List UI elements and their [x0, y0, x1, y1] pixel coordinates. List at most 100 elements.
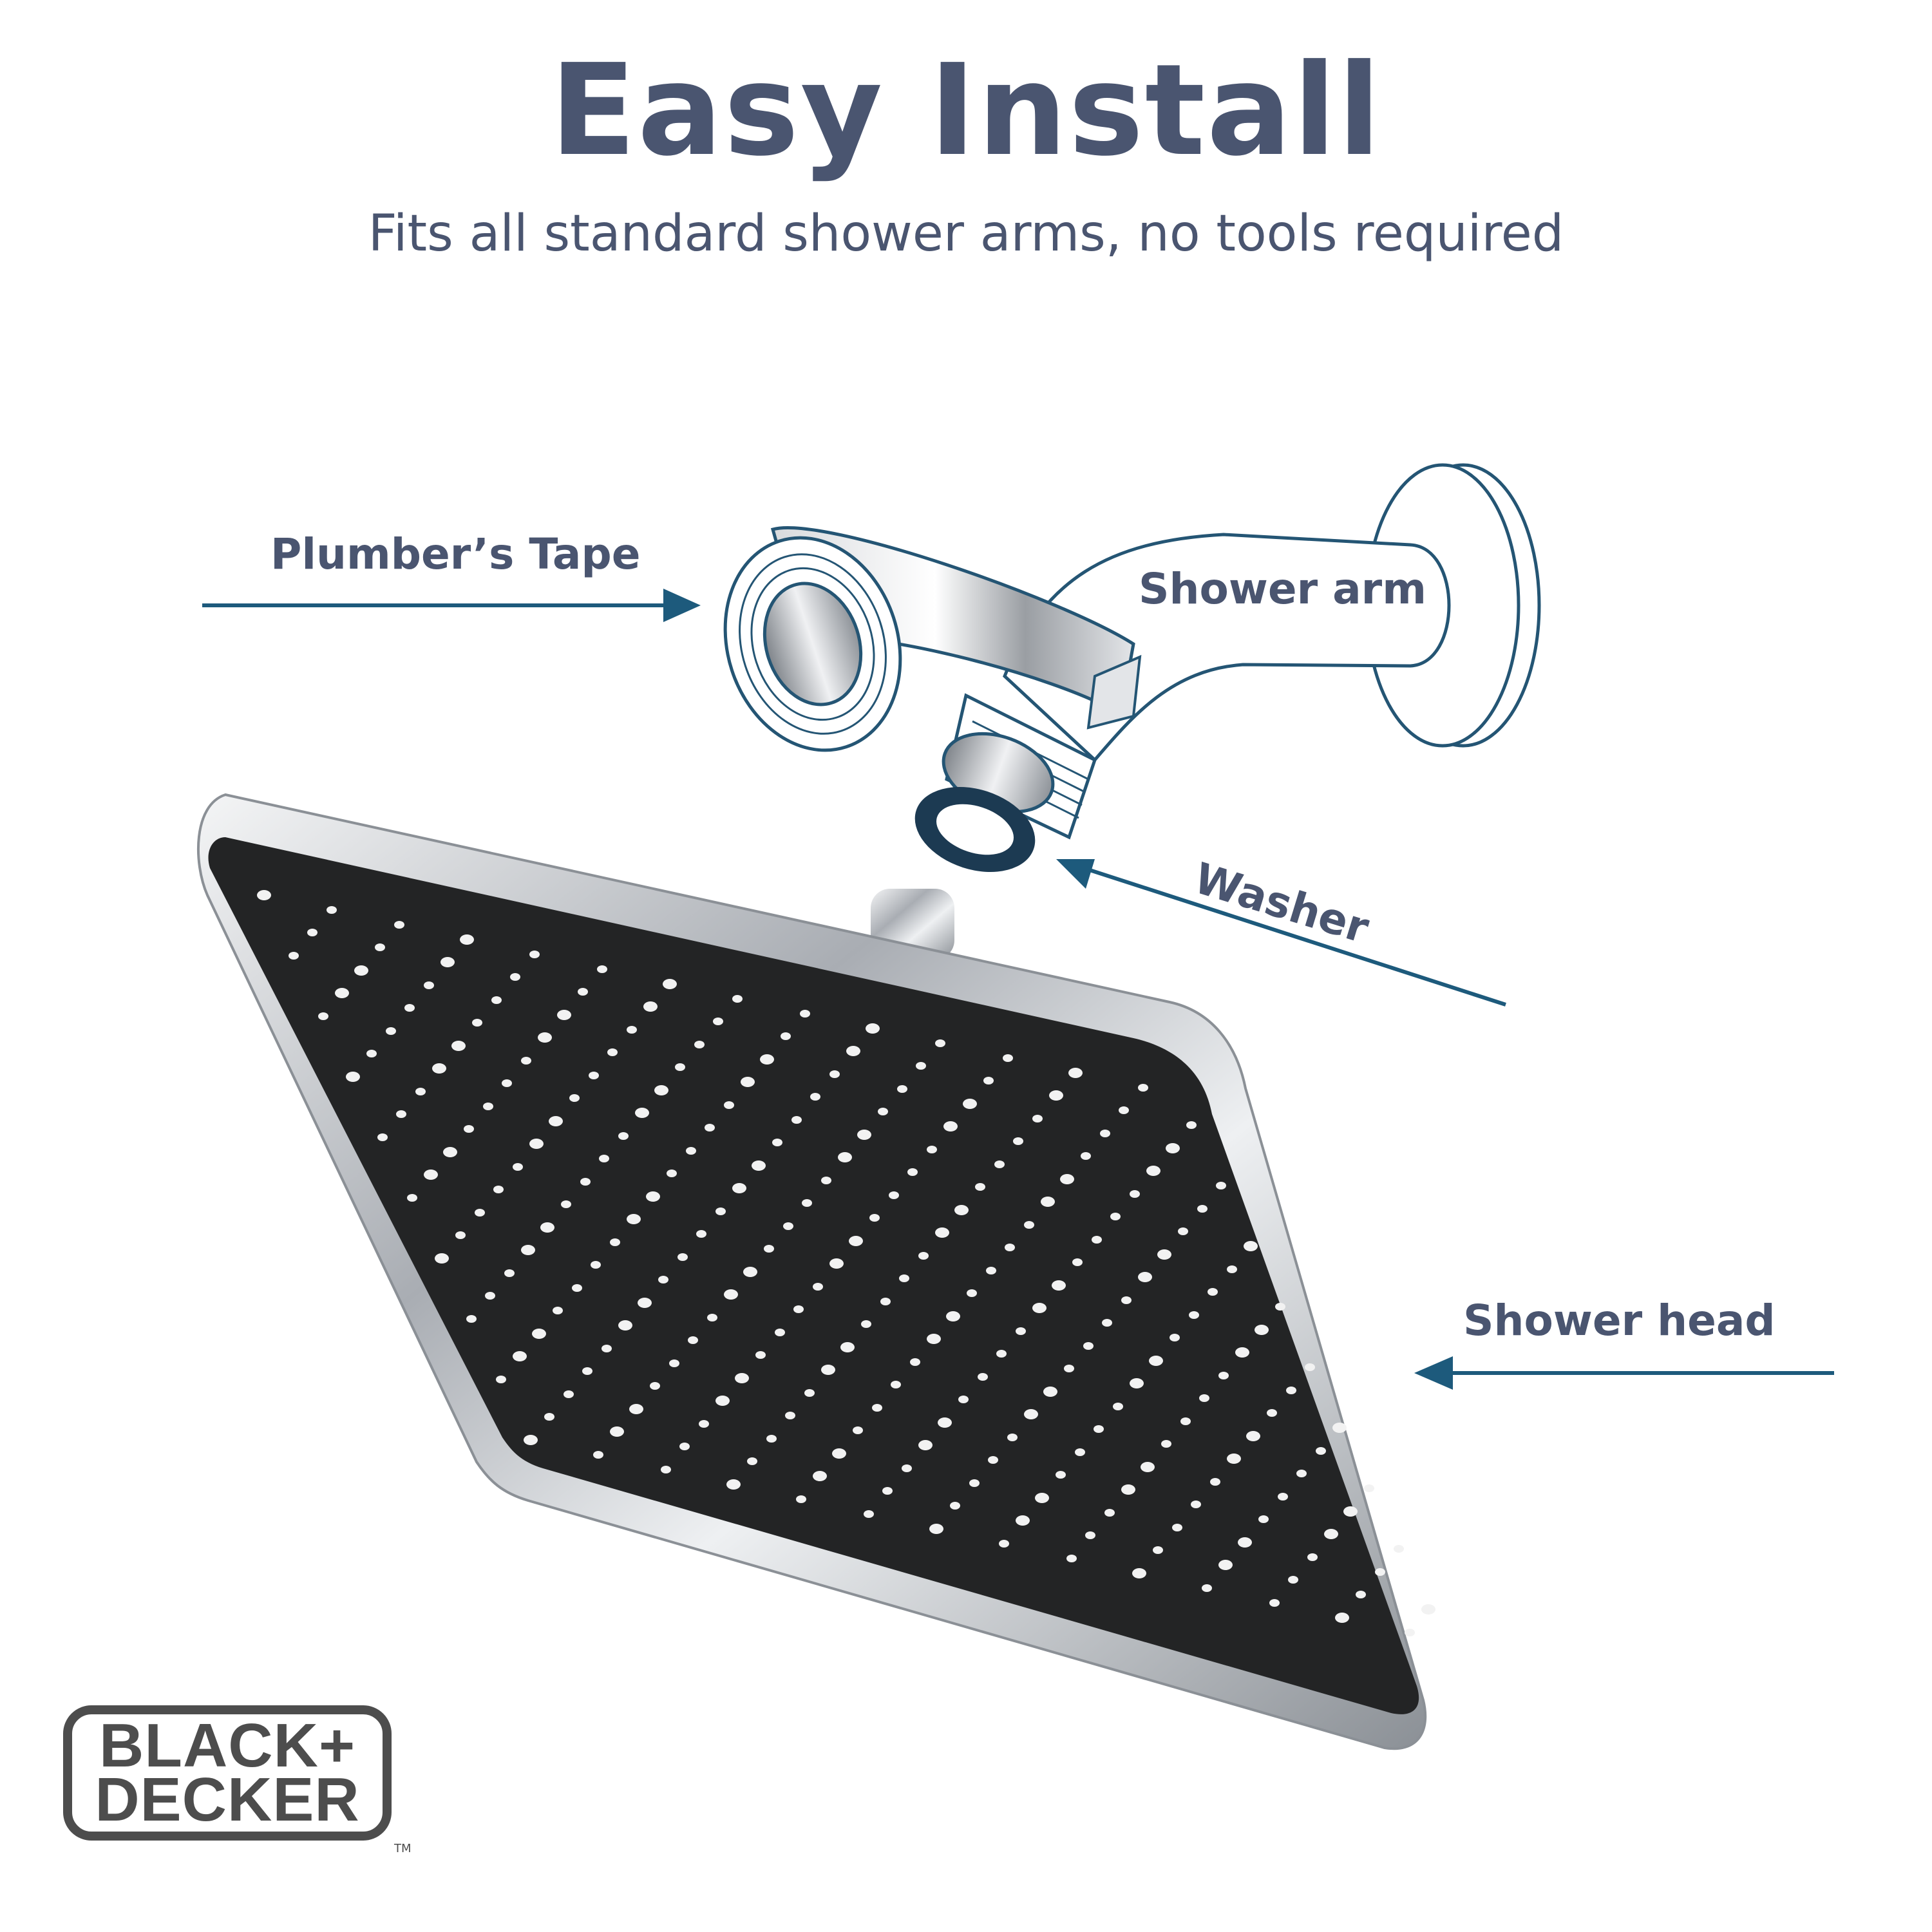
nozzle-dot: [1235, 1347, 1249, 1358]
nozzle-dot: [669, 1359, 679, 1367]
nozzle-dot: [1238, 1537, 1252, 1548]
nozzle-dot: [907, 1168, 918, 1176]
nozzle-dot: [1288, 1576, 1298, 1584]
nozzle-dot: [1166, 1143, 1180, 1153]
nozzle-dot: [1343, 1506, 1358, 1517]
nozzle-dot: [766, 1435, 777, 1443]
nozzle-dot: [1007, 1434, 1018, 1441]
nozzle-dot: [1024, 1221, 1034, 1229]
nozzle-dot: [969, 1479, 980, 1487]
nozzle-dot: [375, 943, 385, 951]
nozzle-dot: [821, 1177, 831, 1184]
nozzle-dot: [772, 1139, 782, 1146]
nozzle-dot: [424, 1170, 438, 1180]
nozzle-dot: [549, 1116, 563, 1126]
nozzle-dot: [713, 1018, 723, 1025]
nozzle-dot: [696, 1230, 706, 1238]
nozzle-dot: [986, 1267, 996, 1274]
nozzle-dot: [802, 1199, 812, 1207]
nozzle-dot: [849, 1236, 863, 1246]
nozzle-dot: [1068, 1068, 1083, 1078]
callout-shower-head: Shower head: [1463, 1296, 1776, 1345]
nozzle-dot: [521, 1057, 531, 1065]
nozzle-dot: [694, 1041, 705, 1048]
nozzle-dot: [1324, 1529, 1338, 1539]
nozzle-dot: [838, 1152, 852, 1162]
nozzle-dot: [1092, 1236, 1102, 1244]
nozzle-dot: [318, 1012, 328, 1020]
nozzle-dot: [927, 1146, 937, 1153]
nozzle-dot: [561, 1200, 571, 1208]
nozzle-dot: [1218, 1372, 1229, 1379]
nozzle-dot: [1189, 1311, 1199, 1319]
nozzle-dot: [564, 1390, 574, 1398]
nozzle-dot: [1172, 1524, 1182, 1531]
nozzle-dot: [1075, 1448, 1085, 1456]
nozzle-dot: [715, 1208, 726, 1215]
nozzle-dot: [424, 981, 434, 989]
nozzle-dot: [610, 1426, 624, 1437]
nozzle-dot: [638, 1298, 652, 1308]
nozzle-dot: [538, 1032, 552, 1043]
shower-head-faceplate: [208, 837, 1419, 1714]
nozzle-dot: [963, 1099, 977, 1109]
nozzle-dot: [502, 1079, 512, 1087]
trademark-mark: TM: [394, 1842, 412, 1855]
nozzle-dot: [1060, 1174, 1074, 1184]
nozzle-dot: [1394, 1545, 1404, 1553]
nozzle-dot: [532, 1329, 546, 1339]
nozzle-dot: [580, 1178, 591, 1186]
nozzle-dot: [661, 1466, 671, 1473]
arrow-washer: [1056, 859, 1506, 1007]
nozzle-dot: [386, 1027, 396, 1035]
nozzle-dot: [335, 988, 349, 998]
nozzle-dot: [804, 1389, 815, 1397]
shower-head-icon: [196, 793, 1435, 1750]
nozzle-dot: [553, 1307, 563, 1314]
nozzle-dot: [1356, 1591, 1366, 1598]
nozzle-dot: [578, 988, 588, 996]
nozzle-dot: [1100, 1130, 1110, 1137]
nozzle-dot: [627, 1214, 641, 1224]
nozzle-dot: [327, 906, 337, 914]
nozzle-dot: [569, 1094, 580, 1102]
nozzle-dot: [667, 1170, 677, 1177]
nozzle-dot: [1102, 1319, 1112, 1327]
nozzle-dot: [882, 1487, 893, 1495]
nozzle-dot: [916, 1062, 926, 1070]
nozzle-dot: [1066, 1555, 1077, 1562]
nozzle-dot: [686, 1147, 696, 1155]
nozzle-dot: [407, 1194, 417, 1202]
nozzle-dot: [688, 1336, 698, 1344]
nozzle-dot: [1335, 1613, 1349, 1623]
nozzle-dot: [785, 1412, 795, 1419]
nozzle-dot: [741, 1077, 755, 1087]
nozzle-dot: [810, 1093, 820, 1101]
nozzle-dot: [593, 1451, 603, 1459]
nozzle-dot: [764, 1245, 774, 1253]
nozzle-dot: [800, 1010, 810, 1018]
nozzle-dot: [735, 1373, 749, 1383]
nozzle-dot: [897, 1085, 907, 1093]
nozzle-dot: [663, 979, 677, 989]
nozzle-dot: [791, 1116, 802, 1124]
arrow-tape: [202, 589, 701, 622]
nozzle-dot: [755, 1351, 766, 1359]
nozzle-dot: [975, 1183, 985, 1191]
nozzle-dot: [918, 1440, 933, 1450]
nozzle-dot: [796, 1495, 806, 1503]
tape-roll-icon: [723, 526, 1142, 752]
nozzle-dot: [1208, 1288, 1218, 1296]
nozzle-dot: [958, 1396, 969, 1403]
nozzle-dot: [646, 1191, 660, 1202]
nozzle-dot: [1227, 1265, 1237, 1273]
nozzle-dot: [1052, 1280, 1066, 1291]
nozzle-dot: [1191, 1501, 1201, 1508]
nozzle-dot: [1049, 1090, 1063, 1101]
nozzle-dot: [996, 1350, 1007, 1358]
nozzle-dot: [1255, 1325, 1269, 1335]
nozzle-dot: [1199, 1394, 1209, 1402]
nozzle-grid: [257, 890, 1435, 1636]
nozzle-dot: [432, 1063, 446, 1074]
nozzle-dot: [1157, 1249, 1171, 1260]
